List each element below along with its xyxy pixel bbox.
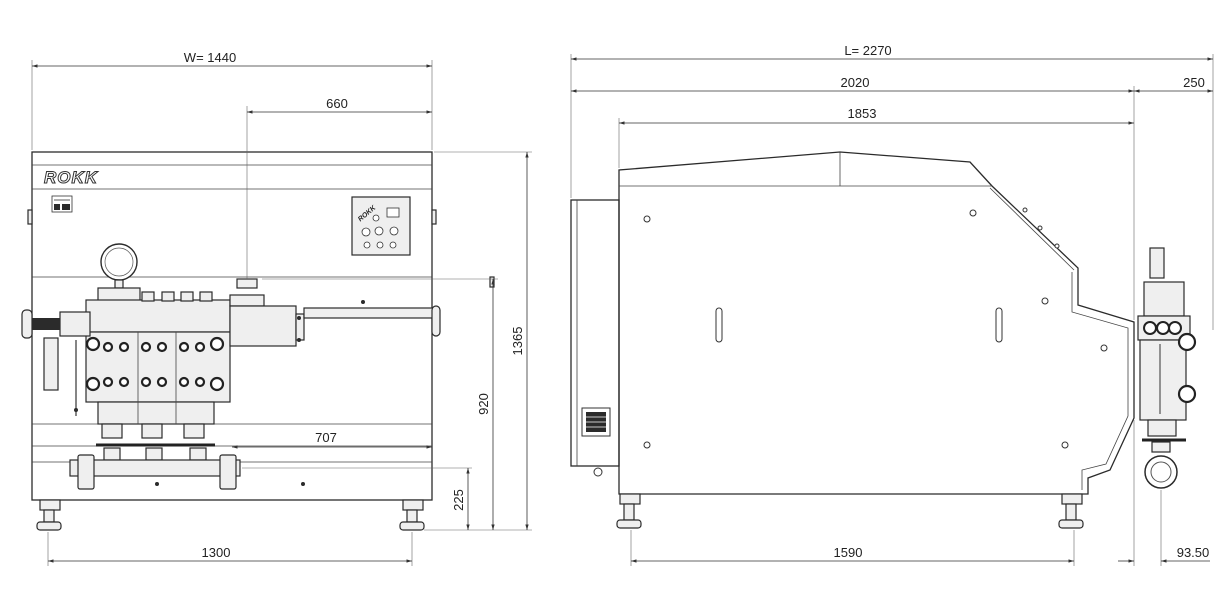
dim-label-1365: 1365 xyxy=(510,327,525,356)
dim-label-l: L= 2270 xyxy=(844,43,891,58)
side-view: L= 2270 2020 250 1853 1590 93.50 xyxy=(570,43,1214,566)
dim-label-1300: 1300 xyxy=(202,545,231,560)
dim-label-2020: 2020 xyxy=(841,75,870,90)
front-view: ROKK ROKK xyxy=(21,50,532,566)
panel-dial-icon xyxy=(361,227,371,237)
panel-dial-icon xyxy=(389,226,399,236)
control-panel: ROKK xyxy=(351,196,411,256)
panel-dial-icon xyxy=(374,226,384,236)
pressure-regulator xyxy=(229,278,441,347)
dimension-707: 707 xyxy=(232,430,432,449)
vent-grille xyxy=(581,407,611,437)
pump-manifold xyxy=(85,287,231,425)
dimension-l: L= 2270 xyxy=(570,43,1214,330)
pressure-gauge xyxy=(100,243,138,289)
dim-label-93-50: 93.50 xyxy=(1177,545,1210,560)
dimension-660: 660 xyxy=(246,96,432,279)
dim-label-225: 225 xyxy=(451,489,466,511)
dim-label-1590: 1590 xyxy=(834,545,863,560)
outlet-valves xyxy=(69,300,365,490)
dimension-920: 920 xyxy=(262,278,498,530)
inlet-valve xyxy=(21,309,91,416)
dim-label-920: 920 xyxy=(476,393,491,415)
brand-logo: ROKK xyxy=(44,168,99,187)
dimension-1853: 1853 xyxy=(618,106,1134,168)
side-handle xyxy=(715,307,723,343)
dim-label-w: W= 1440 xyxy=(184,50,236,65)
side-pump-head xyxy=(1137,247,1197,489)
side-housing xyxy=(618,151,1135,495)
dimension-1300: 1300 xyxy=(47,532,413,566)
dimension-225: 225 xyxy=(242,467,472,530)
dim-label-1853: 1853 xyxy=(848,106,877,121)
dimension-1590: 1590 xyxy=(630,530,1075,566)
dimension-w: W= 1440 xyxy=(31,50,433,150)
dim-label-660: 660 xyxy=(326,96,348,111)
label-plate xyxy=(51,195,73,213)
front-feet xyxy=(36,499,425,531)
side-handle xyxy=(995,307,1003,343)
dimension-250: 250 xyxy=(1134,75,1213,93)
dimension-2020: 2020 xyxy=(571,75,1135,320)
side-feet xyxy=(616,493,1084,529)
side-door xyxy=(570,199,620,467)
dim-label-707: 707 xyxy=(315,430,337,445)
dimension-1365: 1365 xyxy=(424,151,532,531)
dim-label-250: 250 xyxy=(1183,75,1205,90)
panel-display xyxy=(386,207,400,218)
dimension-93-50: 93.50 xyxy=(1118,420,1210,566)
